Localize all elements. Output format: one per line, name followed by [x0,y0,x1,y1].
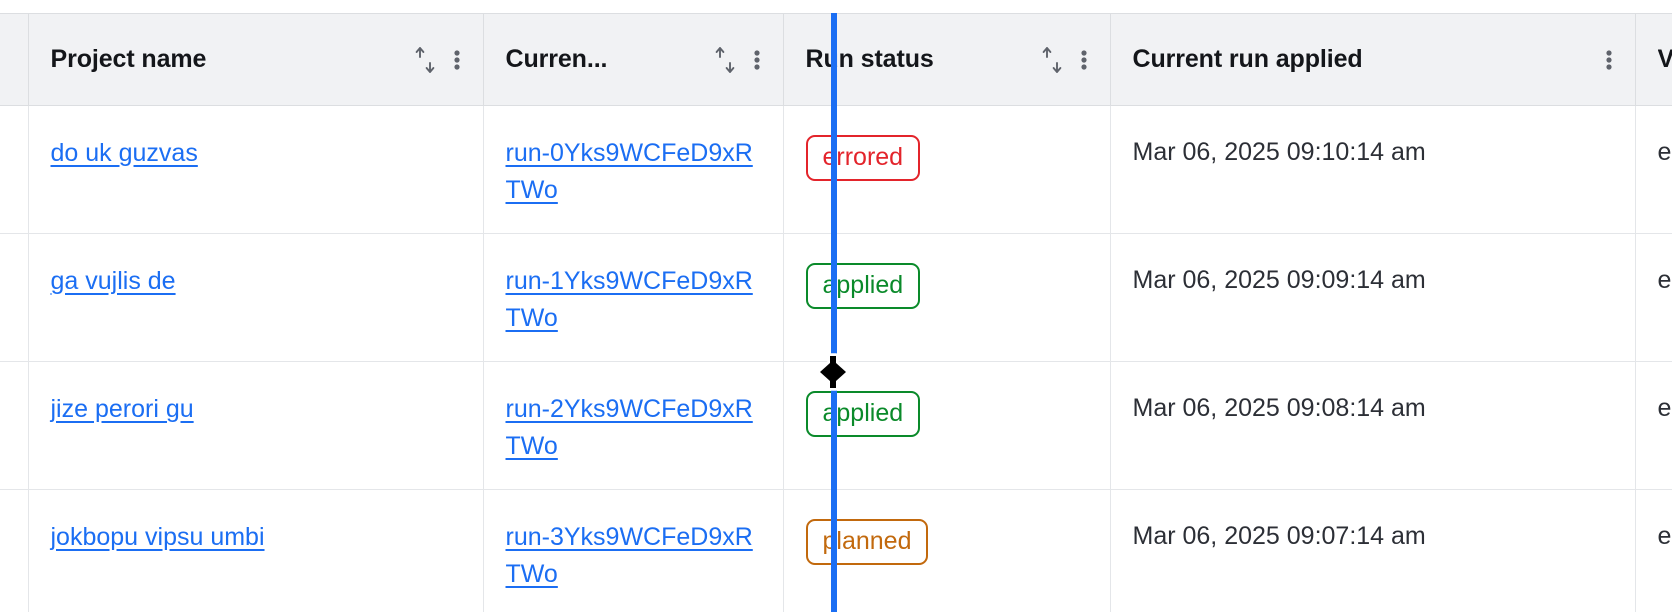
next-partial-value: e [1657,138,1672,166]
row-gutter-cell [0,489,29,612]
sort-icon[interactable] [413,45,437,75]
column-tools-current-run [713,45,761,75]
sort-icon[interactable] [1040,45,1064,75]
next-partial-value: e [1657,266,1672,294]
current-run-link[interactable]: run-0Yks9WCFeD9xRTWo [505,139,753,204]
cell-current-run: run-0Yks9WCFeD9xRTWo [483,105,784,234]
column-tools-project-name [413,45,461,75]
data-table-wrapper: Project name [0,13,1672,612]
applied-timestamp: Mar 06, 2025 09:07:14 am [1132,522,1426,550]
row-gutter-cell [0,105,29,234]
project-name-link[interactable]: jokbopu vipsu umbi [50,523,265,551]
column-header-run-status[interactable]: Run status [783,13,1111,106]
project-name-link[interactable]: do uk guzvas [50,139,198,167]
column-header-current-run[interactable]: Curren... [483,13,784,106]
row-gutter-cell [0,361,29,490]
table-row: ga vujlis de run-1Yks9WCFeD9xRTWo applie… [0,233,1672,362]
column-menu-icon[interactable] [1605,45,1613,75]
applied-timestamp: Mar 06, 2025 09:09:14 am [1132,266,1426,294]
project-name-link[interactable]: ga vujlis de [50,267,176,295]
column-tools-current-run-applied [1605,45,1613,75]
applied-timestamp: Mar 06, 2025 09:10:14 am [1132,138,1426,166]
column-menu-icon[interactable] [1080,45,1088,75]
cell-project-name: do uk guzvas [28,105,484,234]
column-tools-run-status [1040,45,1088,75]
column-header-label-run-status: Run status [805,45,934,73]
cell-next-partial: e [1635,105,1672,234]
current-run-link[interactable]: run-1Yks9WCFeD9xRTWo [505,267,753,332]
cell-next-partial: e [1635,361,1672,490]
column-menu-icon[interactable] [453,45,461,75]
cell-run-status: applied [783,361,1111,490]
sort-icon[interactable] [713,45,737,75]
table-body: do uk guzvas run-0Yks9WCFeD9xRTWo errore… [0,105,1672,612]
applied-timestamp: Mar 06, 2025 09:08:14 am [1132,394,1426,422]
cell-current-run-applied: Mar 06, 2025 09:08:14 am [1110,361,1636,490]
row-gutter-cell [0,233,29,362]
next-partial-value: e [1657,394,1672,422]
cell-current-run-applied: Mar 06, 2025 09:09:14 am [1110,233,1636,362]
header-row: Project name [0,13,1672,106]
cell-next-partial: e [1635,233,1672,362]
cell-project-name: jize perori gu [28,361,484,490]
cell-current-run: run-2Yks9WCFeD9xRTWo [483,361,784,490]
column-header-current-run-applied[interactable]: Current run applied [1110,13,1636,106]
cell-project-name: jokbopu vipsu umbi [28,489,484,612]
cell-run-status: planned [783,489,1111,612]
cell-project-name: ga vujlis de [28,233,484,362]
current-run-link[interactable]: run-3Yks9WCFeD9xRTWo [505,523,753,588]
projects-table: Project name [0,13,1672,612]
cell-current-run: run-3Yks9WCFeD9xRTWo [483,489,784,612]
table-row: jokbopu vipsu umbi run-3Yks9WCFeD9xRTWo … [0,489,1672,612]
cell-run-status: applied [783,233,1111,362]
status-badge: planned [805,519,929,565]
column-header-next-partial[interactable]: V [1635,13,1672,106]
column-header-label-project-name: Project name [50,45,207,73]
column-header-label-current-run-applied: Current run applied [1132,45,1363,73]
cell-current-run-applied: Mar 06, 2025 09:07:14 am [1110,489,1636,612]
status-badge: applied [805,263,921,309]
status-badge: errored [805,135,921,181]
next-partial-value: e [1657,522,1672,550]
column-menu-icon[interactable] [753,45,761,75]
project-name-link[interactable]: jize perori gu [50,395,194,423]
cell-current-run: run-1Yks9WCFeD9xRTWo [483,233,784,362]
column-resize-guide[interactable] [831,13,837,612]
cell-current-run-applied: Mar 06, 2025 09:10:14 am [1110,105,1636,234]
column-header-label-current-run: Curren... [505,45,608,73]
column-header-label-next-partial: V [1658,45,1672,74]
table-row: jize perori gu run-2Yks9WCFeD9xRTWo appl… [0,361,1672,490]
current-run-link[interactable]: run-2Yks9WCFeD9xRTWo [505,395,753,460]
cell-next-partial: e [1635,489,1672,612]
status-badge: applied [805,391,921,437]
column-header-gutter [0,13,29,106]
column-header-project-name[interactable]: Project name [28,13,484,106]
table-header: Project name [0,13,1672,106]
